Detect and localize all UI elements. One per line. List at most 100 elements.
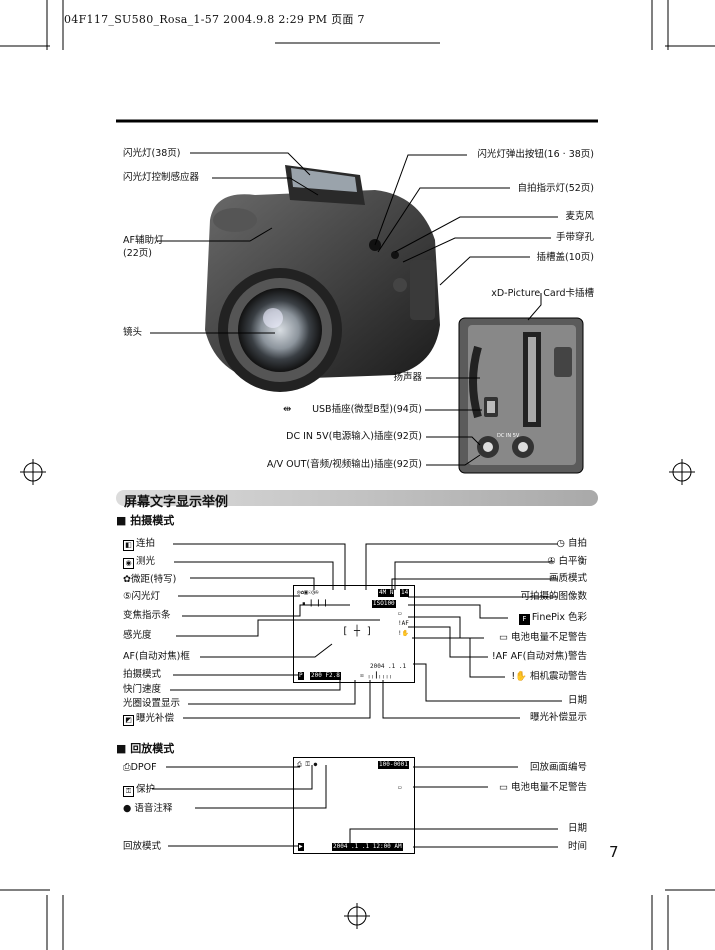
lcd-battery-icon: ▭ <box>398 610 402 617</box>
protect-icon: ⚿ <box>123 786 134 797</box>
shake-icon: !✋ <box>511 671 530 682</box>
label-pb-date: 日期 <box>567 823 587 834</box>
lcd-frames: 14 <box>400 589 410 597</box>
label-strap: 手带穿孔 <box>555 232 594 243</box>
battery-warn-text: 电池电量不足警告 <box>510 632 587 643</box>
label-af-warning: !AF AF(自动对焦)警告 <box>492 651 587 663</box>
lcd-shutter-aperture: 200 F2.8 <box>310 672 341 680</box>
pb-battery-text: 电池电量不足警告 <box>510 782 587 793</box>
usb-icon: ⇹ <box>283 404 292 415</box>
shake-text: 相机震动警告 <box>529 671 587 682</box>
label-af-assist: AF辅助灯 <box>123 235 164 246</box>
label-metering: ◉测光 <box>123 556 155 569</box>
page-number: 7 <box>609 843 619 861</box>
label-continuous: ◧连拍 <box>123 538 155 551</box>
lcd-quality: 4M N <box>378 589 395 597</box>
section-title: 屏幕文字显示举例 <box>124 495 229 510</box>
label-pb-battery: ▭ 电池电量不足警告 <box>499 782 587 794</box>
finepix-color-icon: F <box>518 614 530 625</box>
lcd-pb-icons: ⎙ ⚿ ● <box>297 761 318 768</box>
label-ev-display: 曝光补偿显示 <box>529 712 587 723</box>
label-microphone: 麦克风 <box>565 211 594 222</box>
label-protect: ⚿保护 <box>123 784 155 797</box>
label-af-frame: AF(自动对焦)框 <box>123 651 190 662</box>
lcd-date: 2004 .1 .1 <box>370 663 407 670</box>
label-dc-in: DC IN 5V(电源输入)插座(92页) <box>286 431 422 442</box>
label-flash-popup: 闪光灯弹出按钮(16 · 38页) <box>477 149 594 160</box>
continuous-icon: ◧ <box>123 540 134 551</box>
label-shoot-mode: 拍摄模式 <box>123 669 162 680</box>
protect-text: 保护 <box>136 784 156 795</box>
label-selftimer-lamp: 自拍指示灯(52页) <box>517 183 594 194</box>
section-bar <box>116 490 598 506</box>
label-white-balance: ✇ 白平衡 <box>548 556 588 568</box>
label-exposure-comp: ◩曝光补偿 <box>123 713 174 726</box>
voice-memo-icon: ● <box>123 803 135 814</box>
lcd-ev-scale: ☒ ╷╷┃╷╷╷╷ <box>360 672 393 679</box>
label-aperture: 光圈设置显示 <box>123 698 181 709</box>
label-af-assist-page: (22页) <box>123 248 153 259</box>
metering-text: 测光 <box>136 556 156 567</box>
voice-text: 语音注释 <box>134 803 173 814</box>
af-warning-text: AF(自动对焦)警告 <box>510 651 587 662</box>
label-pb-time: 时间 <box>567 841 587 852</box>
finepix-color-text: FinePix 色彩 <box>531 612 587 623</box>
exposure-comp-text: 曝光补偿 <box>136 713 175 724</box>
playback-lcd: ⎙ ⚿ ● 100-0001 ▭ ▶ 2004 .1 .1 12:00 AM <box>293 757 415 854</box>
label-quality: 画质模式 <box>548 573 587 584</box>
flash-icon: ⑤ <box>123 591 132 602</box>
ev-icon: ◩ <box>123 715 134 726</box>
label-voice: ● 语音注释 <box>123 803 172 815</box>
label-slot-cover: 插槽盖(10页) <box>536 252 594 263</box>
flash-text: 闪光灯 <box>131 591 161 602</box>
label-flash-mode: ⑤闪光灯 <box>123 591 160 603</box>
dc-panel-label: DC IN 5V <box>497 433 520 439</box>
white-balance-icon: ✇ <box>547 556 559 567</box>
label-sensitivity: 感光度 <box>123 630 152 641</box>
lcd-frame-no: 100-0001 <box>378 761 409 769</box>
lcd-datetime: 2004 .1 .1 12:00 AM <box>332 843 403 851</box>
af-warning-icon: !AF <box>491 651 511 662</box>
header-text: 04F117_SU580_Rosa_1-57 2004.9.8 2:29 PM … <box>64 13 365 26</box>
label-frames-left: 可拍摄的图像数 <box>520 591 587 602</box>
macro-icon: ✿ <box>123 574 131 585</box>
label-macro: ✿微距(特写) <box>123 574 176 586</box>
shooting-heading: ■ 拍摄模式 <box>116 514 175 527</box>
lcd-zoom-bar: ▪ ┃ ┃ ┃ <box>302 600 328 607</box>
label-date: 日期 <box>567 695 587 706</box>
self-timer-icon: ◷ <box>556 538 568 549</box>
label-self-timer: ◷ 自拍 <box>557 538 587 550</box>
label-pb-mode: 回放模式 <box>123 841 162 852</box>
side-panel-illustration <box>458 317 584 474</box>
battery-icon: ▭ <box>498 632 511 643</box>
dpof-icon: ⎙ <box>123 762 131 773</box>
label-lens: 镜头 <box>123 327 143 338</box>
lcd-pb-battery-icon: ▭ <box>398 784 402 791</box>
dpof-text: DPOF <box>130 762 157 773</box>
lcd-mode: P <box>298 672 304 680</box>
self-timer-text: 自拍 <box>567 538 587 549</box>
metering-icon: ◉ <box>123 558 134 569</box>
lcd-af-frame: [ ┼ ] <box>342 626 373 637</box>
label-av-out: A/V OUT(音频/视频输出)插座(92页) <box>266 459 422 470</box>
lcd-top-icons: ◎✿▣☉◷✇ <box>297 589 319 596</box>
label-zoom-bar: 变焦指示条 <box>123 610 171 621</box>
label-flash-sensor: 闪光灯控制感应器 <box>123 172 200 183</box>
label-shutter: 快门速度 <box>123 684 162 695</box>
lcd-shake-warn: !✋ <box>398 630 410 637</box>
lcd-af-warn: !AF <box>398 620 409 627</box>
macro-text: 微距(特写) <box>130 574 177 585</box>
lcd-iso: ISO100 <box>372 600 396 608</box>
label-shake-warning: !✋ 相机震动警告 <box>511 671 587 683</box>
label-frame-no: 回放画面编号 <box>529 762 587 773</box>
label-dpof: ⎙DPOF <box>123 762 157 774</box>
pb-battery-icon: ▭ <box>498 782 511 793</box>
label-flash: 闪光灯(38页) <box>123 148 181 159</box>
label-speaker: 扬声器 <box>393 372 422 383</box>
label-battery-warn: ▭ 电池电量不足警告 <box>499 632 587 644</box>
lcd-pb-mode: ▶ <box>298 843 304 851</box>
